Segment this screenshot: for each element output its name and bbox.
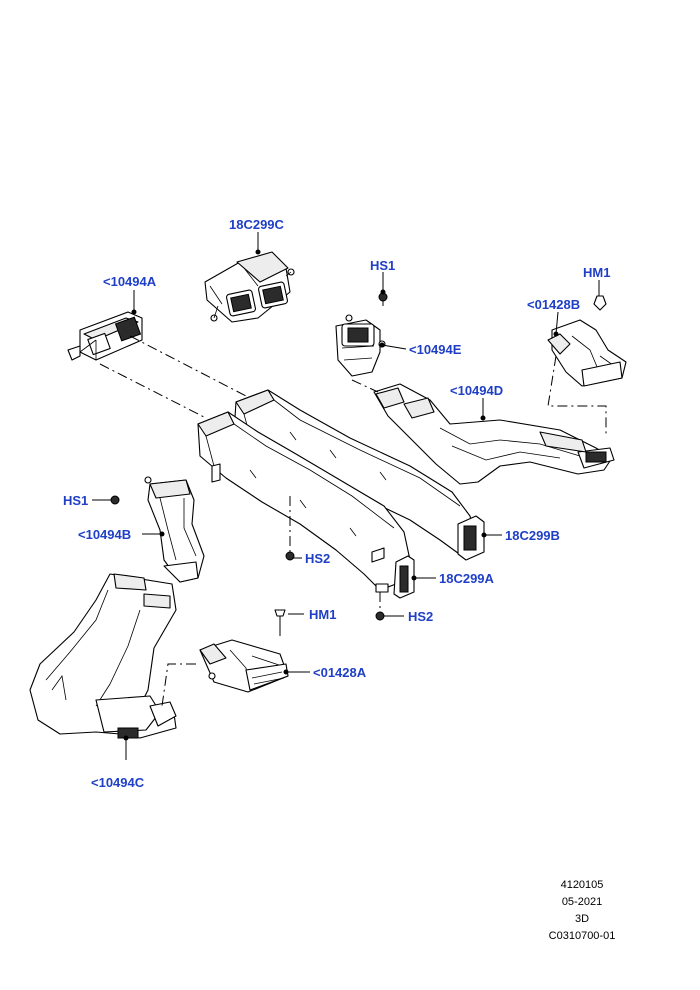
callout-labels: 18C299C <10494A HS1 HM1 <01428B <10494E … <box>63 217 610 790</box>
callout-hs2-low[interactable]: HS2 <box>408 609 433 624</box>
footer-block: 4120105 05-2021 3D C0310700-01 <box>522 877 642 945</box>
fastener-hs1-left <box>110 495 120 505</box>
callout-10494c[interactable]: <10494C <box>91 775 145 790</box>
part-18c299c-drawing <box>204 251 295 323</box>
callout-10494a[interactable]: <10494A <box>103 274 157 289</box>
part-01428a-drawing <box>199 639 289 693</box>
fastener-hs1-top <box>378 292 388 306</box>
callout-18c299a[interactable]: 18C299A <box>439 571 495 586</box>
callout-10494e[interactable]: <10494E <box>409 342 462 357</box>
part-10494e-drawing <box>335 314 386 377</box>
callout-18c299c[interactable]: 18C299C <box>229 217 285 232</box>
fastener-hm1-top <box>593 295 607 311</box>
callout-01428b[interactable]: <01428B <box>527 297 580 312</box>
callout-hm1-top[interactable]: HM1 <box>583 265 610 280</box>
fasteners-drawing <box>110 292 607 626</box>
footer-line-1: 4120105 <box>560 879 604 891</box>
fastener-hm1-low <box>274 609 286 626</box>
part-10494b-drawing <box>144 476 205 583</box>
main-duct-drawing <box>197 389 485 599</box>
fastener-hs2-low <box>375 611 385 621</box>
leader-lines <box>92 232 600 760</box>
part-01428b-drawing <box>547 319 627 387</box>
footer-line-2: 05-2021 <box>561 896 603 908</box>
footer-line-3: 3D <box>574 913 590 925</box>
assembly-lines <box>99 335 607 707</box>
part-10494d-drawing <box>373 383 615 485</box>
callout-hs2-mid[interactable]: HS2 <box>305 551 330 566</box>
fastener-hs2-mid <box>285 551 295 561</box>
footer-line-4: C0310700-01 <box>548 930 616 942</box>
callout-18c299b[interactable]: 18C299B <box>505 528 560 543</box>
part-10494a-drawing <box>67 311 143 361</box>
callout-hm1-low[interactable]: HM1 <box>309 607 336 622</box>
part-10494c-drawing <box>29 573 177 739</box>
callout-10494d[interactable]: <10494D <box>450 383 503 398</box>
callout-01428a[interactable]: <01428A <box>313 665 367 680</box>
callout-hs1-left[interactable]: HS1 <box>63 493 88 508</box>
callout-10494b[interactable]: <10494B <box>78 527 131 542</box>
callout-hs1-top[interactable]: HS1 <box>370 258 395 273</box>
